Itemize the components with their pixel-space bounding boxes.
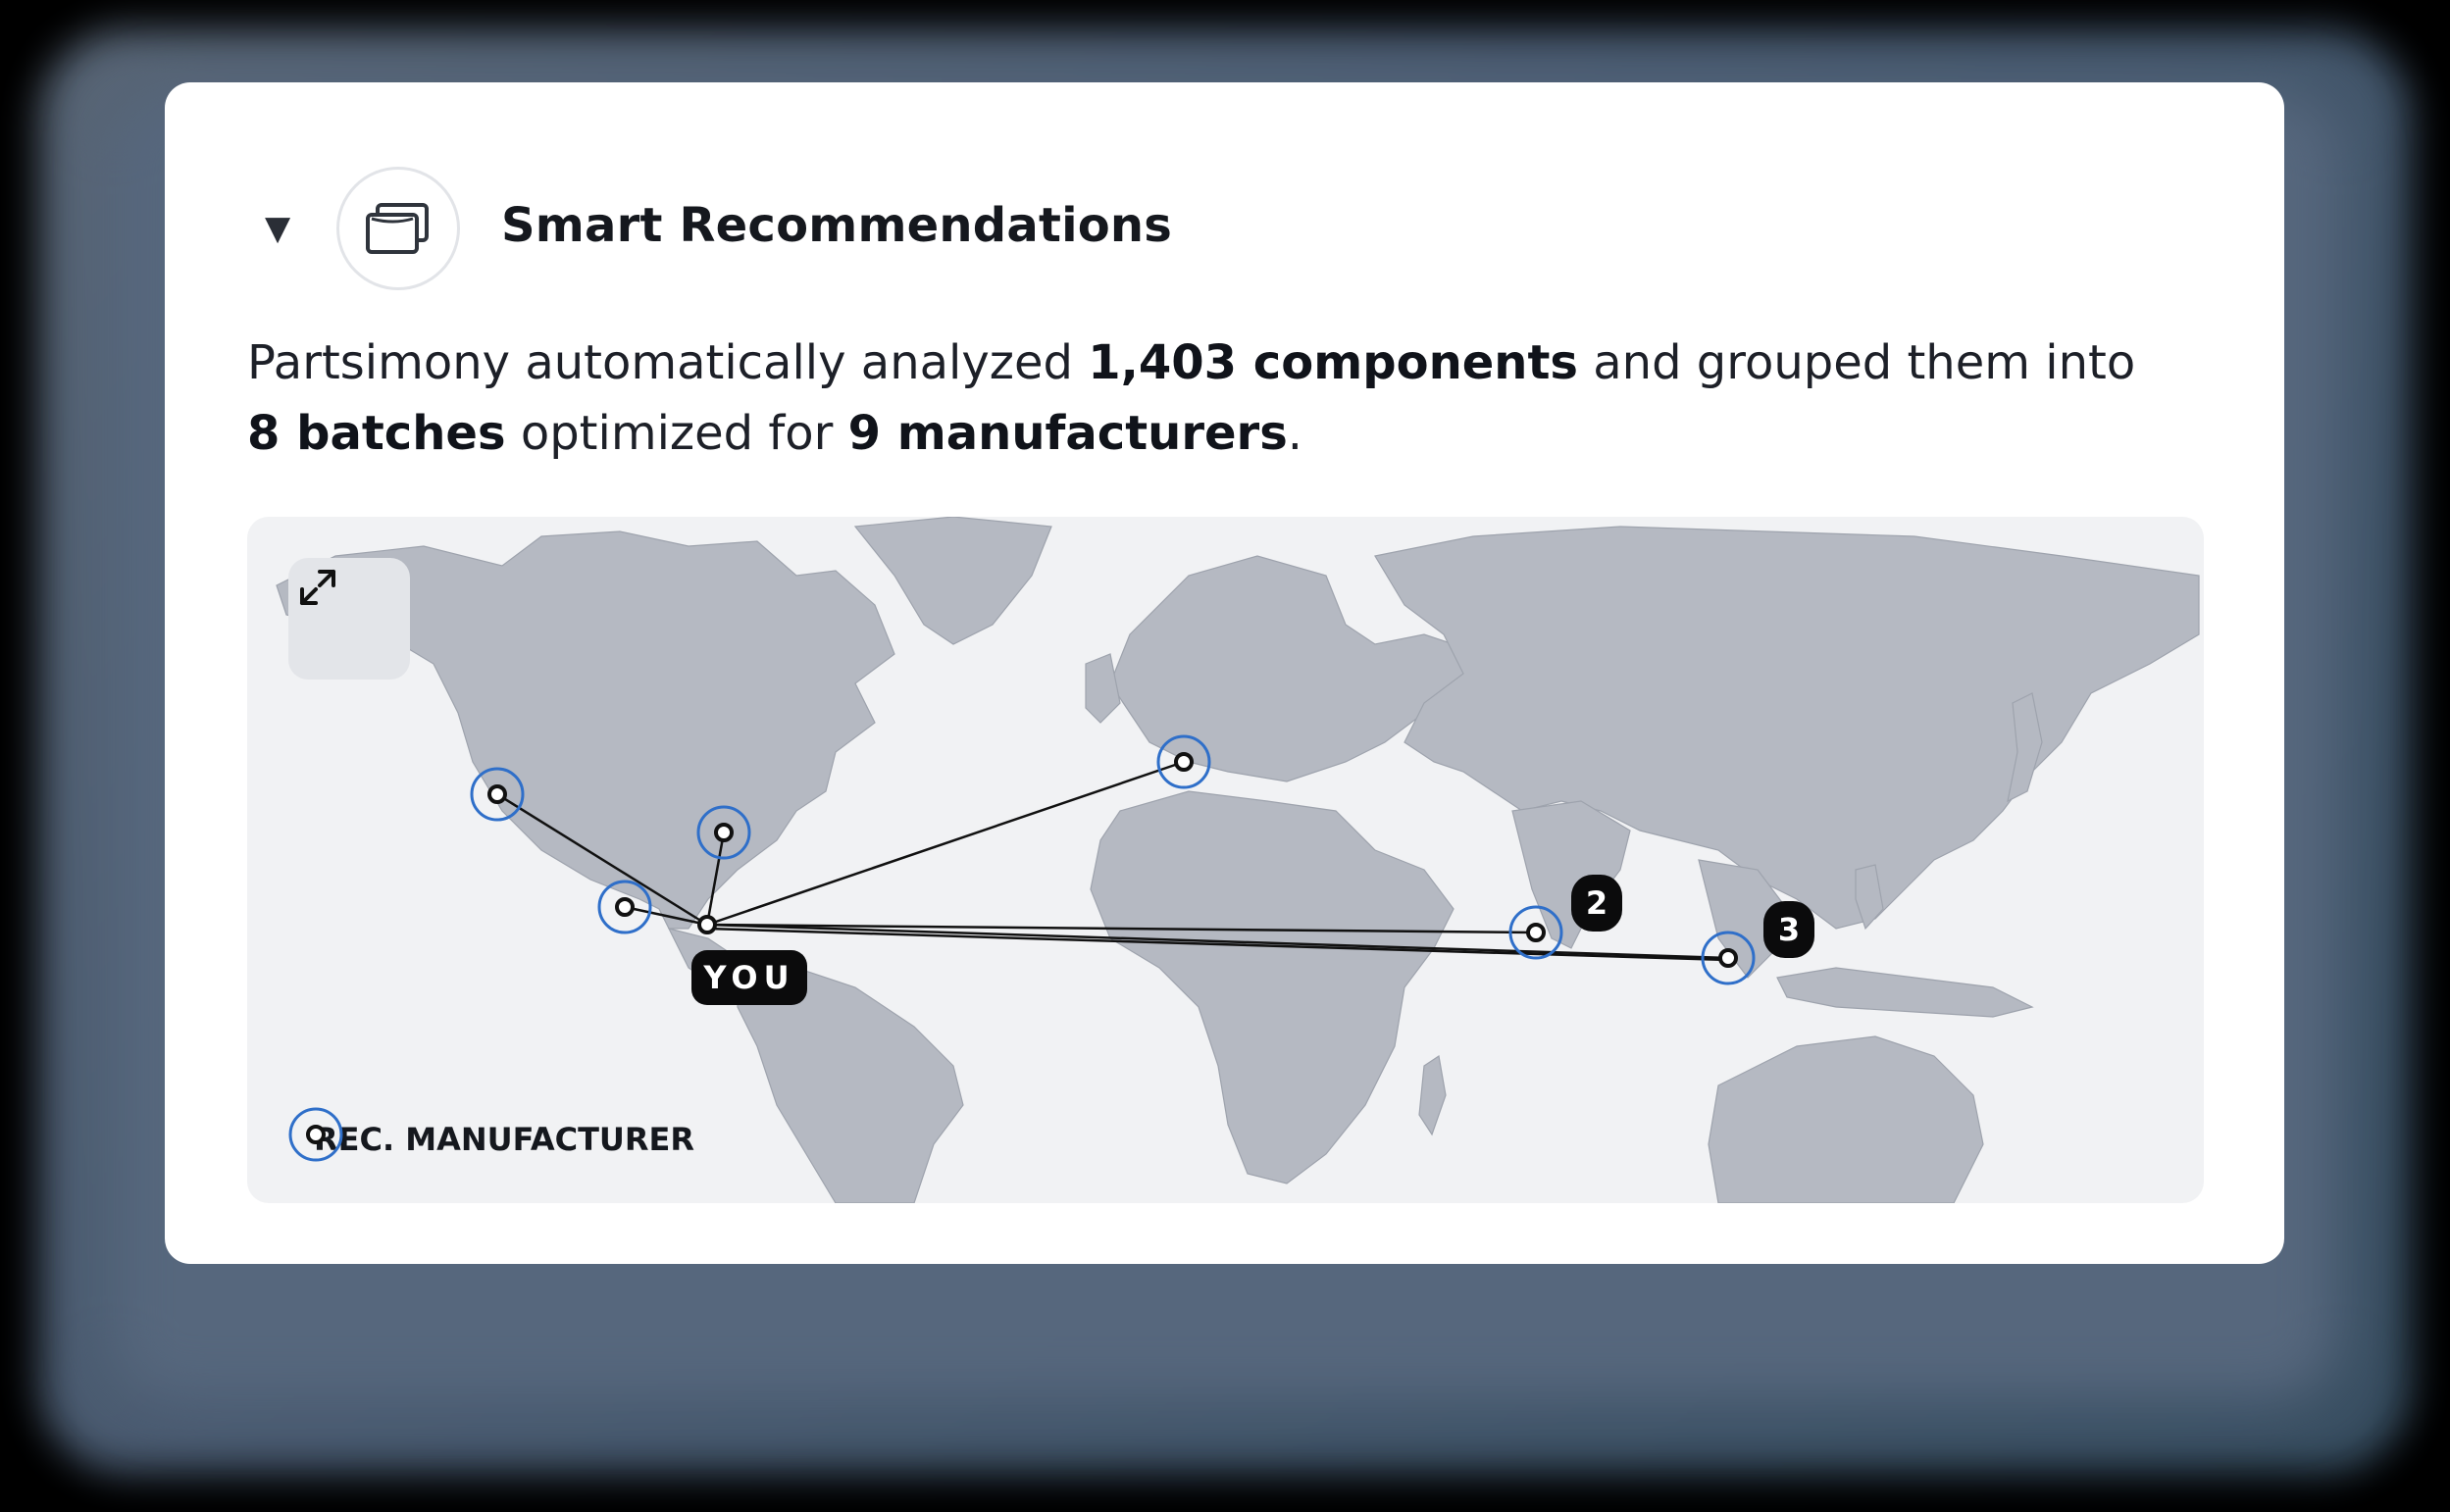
summary-intro: Partsimony automatically analyzed — [247, 335, 1089, 390]
manufacturer-markers — [470, 734, 1756, 985]
batch-badge-3: 3 — [1778, 911, 1800, 948]
southeast-asia — [1698, 859, 1788, 979]
legend-label: REC. MANUFACTURER — [314, 1121, 695, 1158]
manufacturer-legend-icon — [288, 1107, 343, 1162]
manufacturer-marker[interactable] — [1508, 905, 1563, 960]
batch-badge-2-box — [1571, 875, 1622, 932]
manufacturer-marker[interactable] — [1701, 931, 1756, 985]
panel-title: Smart Recommendations — [501, 198, 1173, 253]
japan — [2007, 692, 2043, 803]
summary-text: Partsimony automatically analyzed 1,403 … — [247, 328, 2150, 469]
summary-middle: and grouped them into — [1577, 335, 2136, 390]
greenland — [853, 517, 1052, 645]
batch-badge-3-box — [1763, 901, 1814, 958]
caret-down-icon[interactable]: ▼ — [265, 209, 291, 248]
indonesia — [1776, 967, 2034, 1018]
you-location-dot[interactable] — [697, 915, 717, 934]
route-lines — [496, 760, 1729, 962]
madagascar — [1418, 1054, 1447, 1136]
windows-stack-icon — [336, 167, 460, 290]
smart-recommendations-card: ▼ Smart Recommendations Partsimony autom… — [165, 82, 2284, 1264]
you-label-box — [691, 950, 807, 1005]
asia — [1374, 526, 2200, 930]
manufacturer-marker[interactable] — [1156, 734, 1211, 789]
summary-manufacturers: 9 manufacturers — [847, 406, 1288, 461]
summary-components: 1,403 components — [1088, 335, 1578, 390]
expand-map-button[interactable] — [288, 558, 410, 680]
world-map[interactable]: YOU 2 3 REC. MANUFACTURER — [247, 517, 2204, 1203]
continents — [276, 517, 2200, 1203]
batch-badge-2: 2 — [1586, 884, 1608, 922]
africa — [1090, 790, 1455, 1184]
expand-arrows-icon — [300, 570, 335, 605]
india — [1511, 800, 1631, 949]
south-america — [737, 967, 964, 1203]
philippines — [1855, 864, 1884, 931]
manufacturer-marker[interactable] — [470, 767, 525, 822]
great-britain — [1085, 653, 1121, 724]
summary-end: . — [1287, 406, 1303, 461]
summary-optimized: optimized for — [505, 406, 848, 461]
map-legend: REC. MANUFACTURER — [286, 1105, 694, 1174]
australia — [1708, 1035, 1984, 1203]
card-header: ▼ Smart Recommendations — [165, 82, 2284, 290]
summary-batches: 8 batches — [247, 406, 506, 461]
world-map-canvas: YOU 2 3 — [276, 517, 2200, 1203]
you-label: YOU — [702, 959, 794, 996]
north-america — [276, 530, 895, 930]
manufacturer-marker[interactable] — [696, 805, 751, 860]
manufacturer-marker[interactable] — [597, 880, 652, 934]
